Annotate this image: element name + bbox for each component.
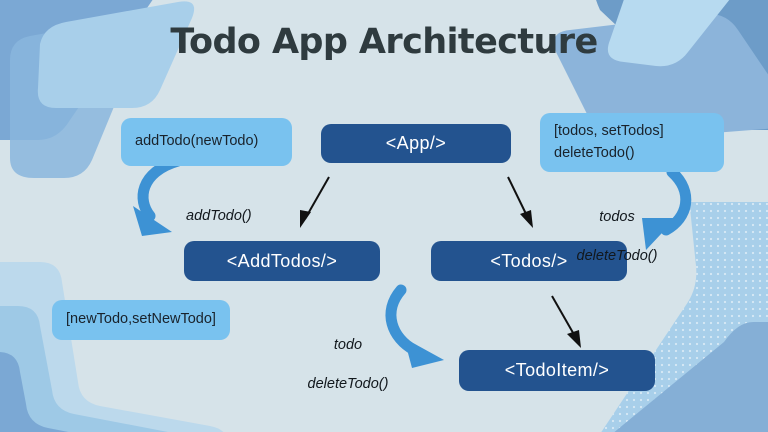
edge-label-todo-delete-line1: todo [333, 336, 363, 353]
component-box-app[interactable]: <App/> [321, 124, 511, 163]
edge-label-add-todo: addTodo() [186, 187, 252, 226]
curved-arrow-todos-to-todoitem [385, 284, 444, 368]
page-title: Todo App Architecture [170, 22, 598, 62]
component-box-app-label: <App/> [385, 133, 447, 153]
component-box-todos[interactable]: <Todos/> [431, 241, 627, 281]
edge-label-add-todo-text: addTodo() [186, 207, 252, 224]
component-box-add-todos-label: <AddTodos/> [226, 250, 338, 271]
state-box-todos-line2: deleteTodo() [554, 144, 635, 161]
component-box-todos-label: <Todos/> [490, 250, 568, 271]
thin-arrow-app-to-todos [507, 176, 533, 228]
thin-arrow-app-to-addtodos [300, 176, 330, 228]
thin-arrow-todos-to-todoitem [551, 295, 581, 348]
component-box-todo-item-label: <TodoItem/> [504, 360, 610, 380]
edge-label-todo-delete: todo deleteTodo() [288, 316, 408, 414]
edge-label-todo-delete-line2: deleteTodo() [307, 375, 389, 392]
state-box-add-todo-prop-label: addTodo(newTodo) [135, 133, 259, 150]
